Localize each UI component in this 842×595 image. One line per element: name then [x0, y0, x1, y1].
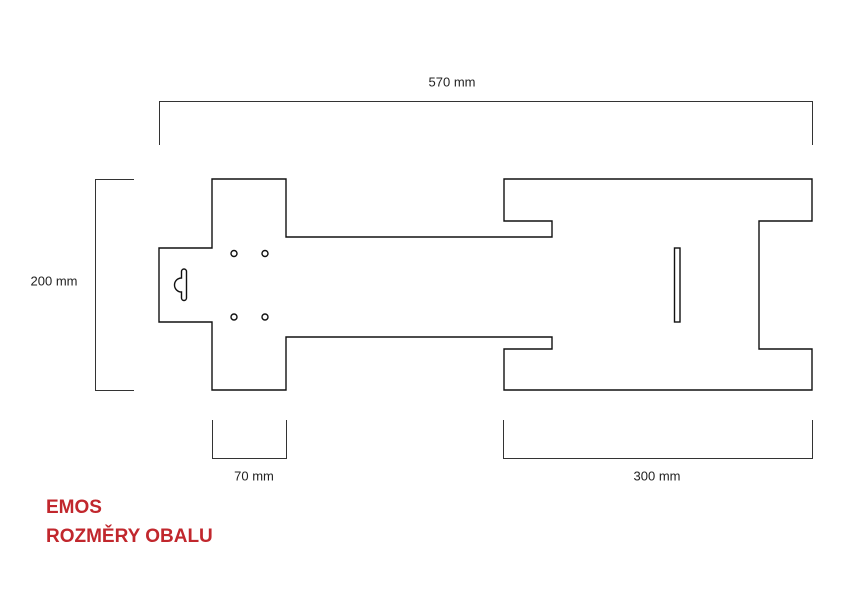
subtitle: ROZMĚRY OBALU: [46, 526, 213, 547]
punch-hole: [261, 249, 269, 258]
dimension-line-height: [95, 179, 134, 391]
box-width-label: 300 mm: [633, 468, 681, 484]
brand-title: EMOS: [46, 497, 102, 518]
hanger-hole: [173, 268, 188, 302]
total-width-label: 570 mm: [428, 74, 476, 90]
dimension-line-box-width: [503, 420, 813, 459]
punch-hole: [261, 313, 269, 321]
dimension-line-tab-width: [212, 420, 287, 459]
dimension-line-total-width: [159, 101, 813, 145]
height-label: 200 mm: [30, 273, 78, 289]
center-slot: [673, 247, 681, 323]
punch-hole: [230, 313, 238, 321]
tab-width-label: 70 mm: [234, 468, 274, 484]
package-outline: [158, 178, 813, 391]
punch-hole: [230, 249, 238, 258]
